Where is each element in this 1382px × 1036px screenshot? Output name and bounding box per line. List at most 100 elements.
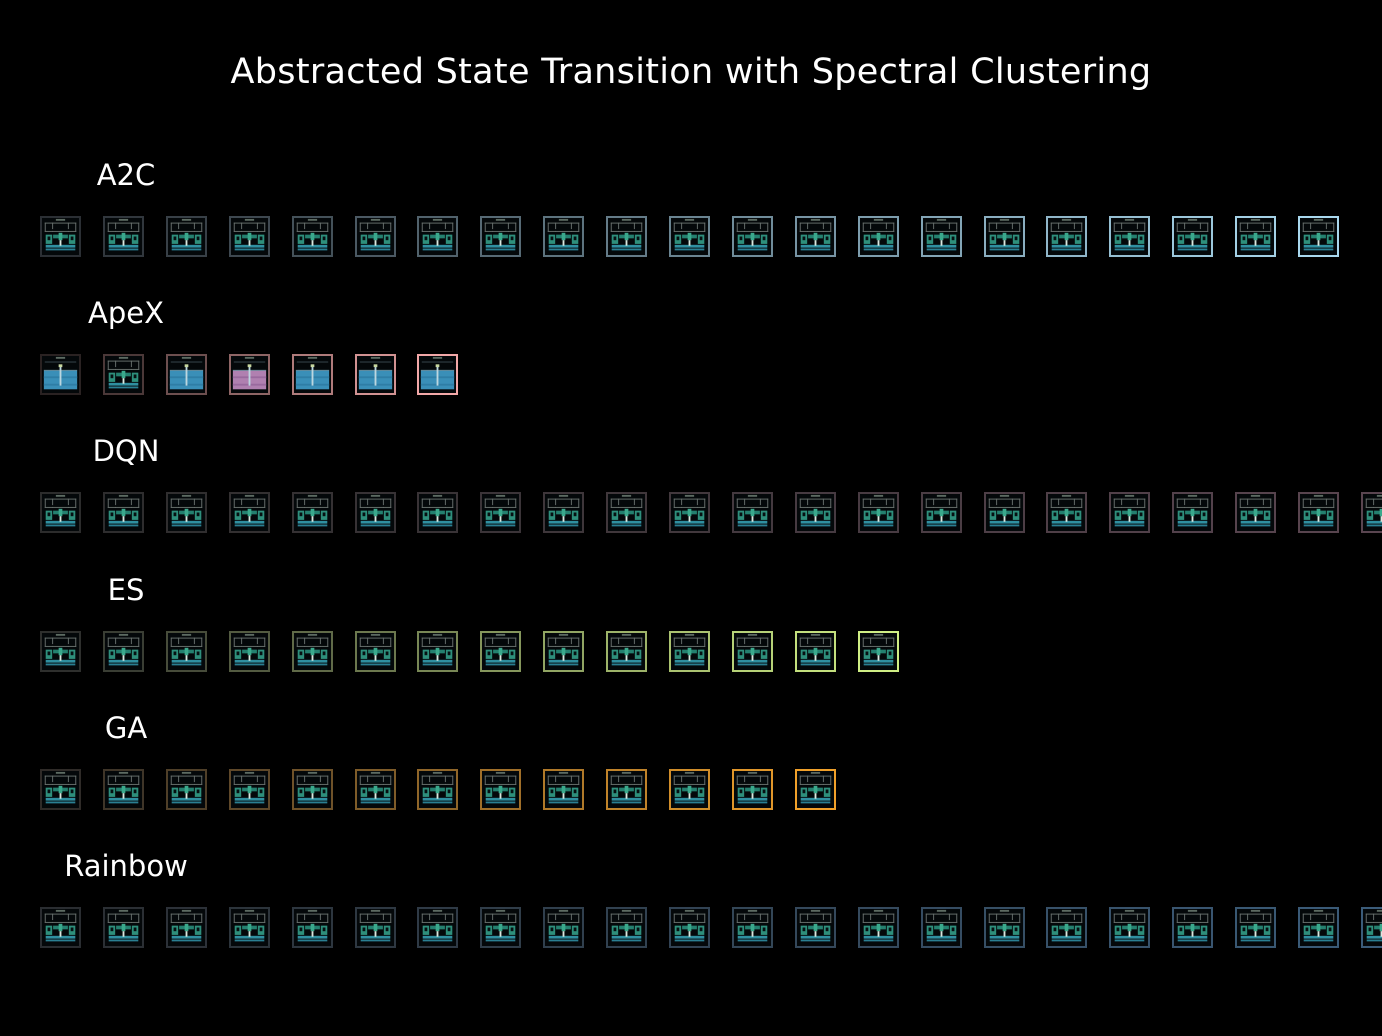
state-thumbnail[interactable]: [794, 907, 836, 948]
state-thumbnail[interactable]: [165, 354, 207, 396]
state-thumbnail[interactable]: [291, 216, 333, 257]
state-thumbnail[interactable]: [417, 216, 459, 257]
state-thumbnail[interactable]: [669, 630, 710, 672]
state-thumbnail[interactable]: [40, 492, 81, 534]
state-thumbnail[interactable]: [1298, 216, 1339, 257]
state-thumbnail[interactable]: [669, 216, 710, 257]
state-thumbnail[interactable]: [606, 630, 648, 672]
state-thumbnail[interactable]: [417, 768, 459, 810]
state-thumbnail[interactable]: [1360, 907, 1382, 948]
state-thumbnail[interactable]: [794, 630, 836, 672]
state-thumbnail[interactable]: [1235, 216, 1277, 257]
state-thumbnail[interactable]: [731, 216, 773, 257]
state-thumbnail[interactable]: [417, 354, 459, 396]
state-thumbnail[interactable]: [228, 354, 270, 396]
state-thumbnail[interactable]: [983, 907, 1025, 948]
state-thumbnail[interactable]: [1172, 907, 1214, 948]
row-ga: GA: [0, 711, 1382, 831]
state-thumbnail[interactable]: [1298, 492, 1339, 534]
state-thumbnail[interactable]: [669, 907, 710, 948]
state-thumbnail[interactable]: [354, 216, 396, 257]
state-thumbnail[interactable]: [228, 216, 270, 257]
state-thumbnail[interactable]: [983, 492, 1025, 534]
state-thumbnail[interactable]: [102, 768, 144, 810]
state-thumbnail[interactable]: [543, 216, 585, 257]
state-thumbnail[interactable]: [606, 216, 648, 257]
state-thumbnail[interactable]: [1172, 492, 1214, 534]
state-thumbnail[interactable]: [354, 492, 396, 534]
state-thumbnail[interactable]: [291, 354, 333, 396]
state-thumbnail[interactable]: [102, 907, 144, 948]
state-thumbnail[interactable]: [102, 354, 144, 396]
state-thumbnail[interactable]: [228, 492, 270, 534]
state-thumbnail[interactable]: [165, 907, 207, 948]
state-thumbnail[interactable]: [543, 907, 585, 948]
state-thumbnail[interactable]: [1298, 907, 1339, 948]
state-thumbnail[interactable]: [228, 768, 270, 810]
state-thumbnail[interactable]: [857, 907, 899, 948]
state-thumbnail[interactable]: [480, 630, 522, 672]
state-thumbnail[interactable]: [857, 492, 899, 534]
state-thumbnail[interactable]: [606, 492, 648, 534]
state-thumbnail[interactable]: [165, 492, 207, 534]
state-thumbnail[interactable]: [417, 492, 459, 534]
state-thumbnail[interactable]: [480, 492, 522, 534]
state-thumbnail[interactable]: [731, 492, 773, 534]
state-thumbnail[interactable]: [354, 354, 396, 396]
state-thumbnail[interactable]: [354, 630, 396, 672]
state-thumbnail[interactable]: [731, 768, 773, 810]
state-thumbnail[interactable]: [920, 907, 962, 948]
state-thumbnail[interactable]: [794, 492, 836, 534]
state-thumbnail[interactable]: [40, 630, 81, 672]
state-thumbnail[interactable]: [1360, 492, 1382, 534]
state-thumbnail[interactable]: [1046, 216, 1088, 257]
state-thumbnail[interactable]: [40, 354, 81, 396]
state-thumbnail[interactable]: [354, 907, 396, 948]
state-thumbnail[interactable]: [1172, 216, 1214, 257]
state-thumbnail[interactable]: [291, 907, 333, 948]
state-thumbnail[interactable]: [1046, 907, 1088, 948]
state-thumbnail[interactable]: [417, 630, 459, 672]
state-thumbnail[interactable]: [606, 768, 648, 810]
state-thumbnail[interactable]: [794, 216, 836, 257]
state-thumbnail[interactable]: [228, 630, 270, 672]
state-thumbnail[interactable]: [417, 907, 459, 948]
state-thumbnail[interactable]: [291, 768, 333, 810]
state-thumbnail[interactable]: [543, 768, 585, 810]
state-thumbnail[interactable]: [102, 492, 144, 534]
state-thumbnail[interactable]: [794, 768, 836, 810]
state-thumbnail[interactable]: [543, 630, 585, 672]
state-thumbnail[interactable]: [165, 216, 207, 257]
state-thumbnail[interactable]: [291, 630, 333, 672]
state-thumbnail[interactable]: [731, 907, 773, 948]
state-thumbnail[interactable]: [40, 907, 81, 948]
state-thumbnail[interactable]: [228, 907, 270, 948]
state-thumbnail[interactable]: [354, 768, 396, 810]
state-thumbnail[interactable]: [857, 216, 899, 257]
state-thumbnail[interactable]: [165, 768, 207, 810]
state-thumbnail[interactable]: [291, 492, 333, 534]
state-thumbnail[interactable]: [1109, 492, 1151, 534]
state-thumbnail[interactable]: [480, 907, 522, 948]
state-thumbnail[interactable]: [480, 768, 522, 810]
state-thumbnail[interactable]: [165, 630, 207, 672]
state-thumbnail[interactable]: [543, 492, 585, 534]
state-thumbnail[interactable]: [40, 216, 81, 257]
state-thumbnail[interactable]: [1235, 907, 1277, 948]
state-thumbnail[interactable]: [40, 768, 81, 810]
state-thumbnail[interactable]: [1109, 907, 1151, 948]
state-thumbnail[interactable]: [669, 492, 710, 534]
state-thumbnail[interactable]: [1235, 492, 1277, 534]
state-thumbnail[interactable]: [669, 768, 710, 810]
state-thumbnail[interactable]: [731, 630, 773, 672]
state-thumbnail[interactable]: [102, 216, 144, 257]
state-thumbnail[interactable]: [1046, 492, 1088, 534]
state-thumbnail[interactable]: [606, 907, 648, 948]
state-thumbnail[interactable]: [920, 216, 962, 257]
state-thumbnail[interactable]: [1109, 216, 1151, 257]
state-thumbnail[interactable]: [857, 630, 899, 672]
state-thumbnail[interactable]: [102, 630, 144, 672]
state-thumbnail[interactable]: [920, 492, 962, 534]
state-thumbnail[interactable]: [480, 216, 522, 257]
state-thumbnail[interactable]: [983, 216, 1025, 257]
